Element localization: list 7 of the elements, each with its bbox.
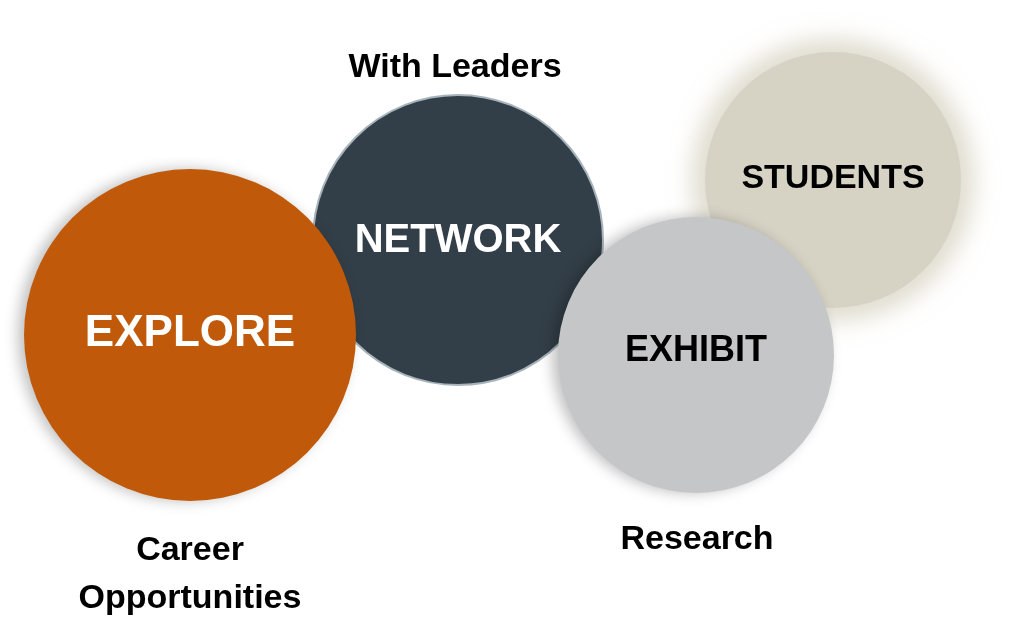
circle-label: NETWORK bbox=[354, 215, 562, 261]
circle-label: EXPLORE bbox=[84, 306, 296, 356]
circle-label: STUDENTS bbox=[741, 156, 925, 196]
circle-label: EXHIBIT bbox=[625, 328, 767, 370]
caption-text: With Leaders bbox=[347, 45, 563, 86]
caption-text: Career Opportunities bbox=[77, 528, 303, 617]
caption-text: Research bbox=[619, 517, 775, 558]
